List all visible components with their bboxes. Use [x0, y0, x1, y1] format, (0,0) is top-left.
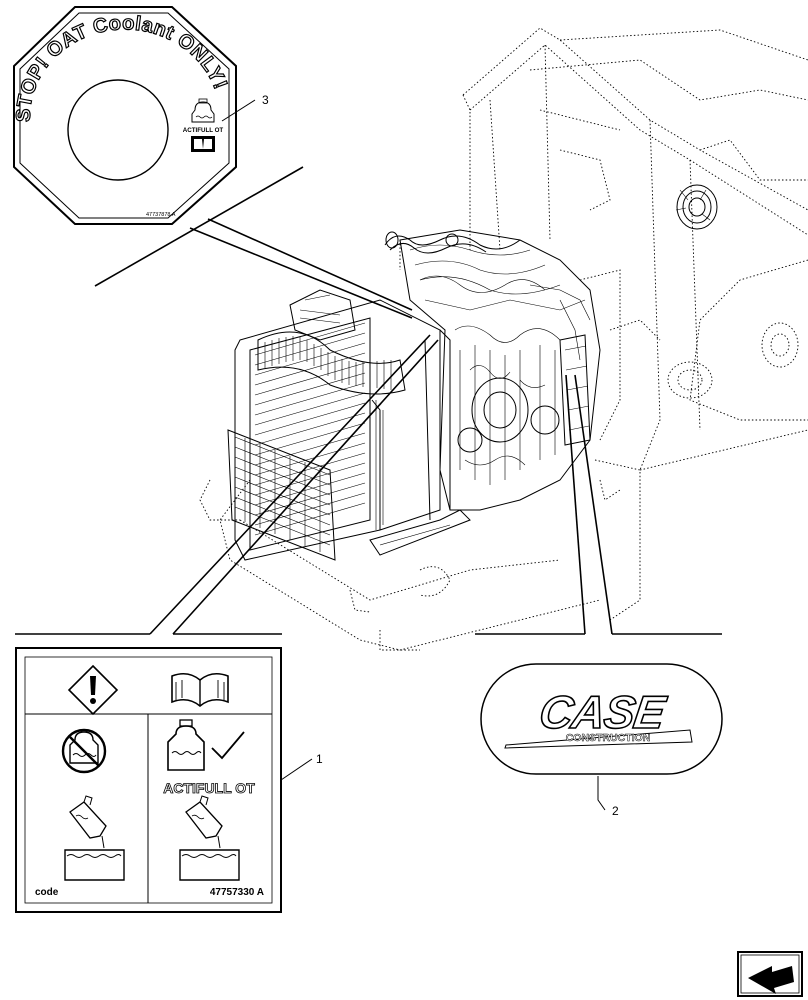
engine-assembly — [227, 229, 601, 561]
manual-book-icon — [191, 136, 215, 152]
coolant-part-number: 47757330 A — [210, 887, 264, 898]
cap-circle — [67, 79, 169, 181]
manual-book-icon — [171, 672, 229, 708]
reservoir-icon — [64, 849, 125, 881]
prohibited-tank-icon — [61, 728, 107, 774]
actifull-label: ACTIFULL OT — [163, 780, 255, 796]
code-label: code — [35, 887, 59, 898]
hub-detail — [675, 184, 718, 230]
reservoir-icon — [179, 849, 240, 881]
stop-small-label: ACTIFULL OT — [183, 127, 224, 134]
check-mark-icon — [211, 731, 245, 760]
stop-part-number: 47737878 A — [146, 212, 176, 218]
pouring-bottle-icon — [69, 795, 107, 849]
coolant-tank-icon — [191, 98, 215, 123]
construction-text: CONSTRUCTION — [566, 732, 651, 744]
decal-stop-octagon: STOP! OAT Coolant ONLY! ACTIFULL OT 4773… — [12, 6, 269, 225]
decal-case-logo: CASE CONSTRUCTION 2 — [480, 663, 723, 818]
coolant-tank-icon — [167, 719, 205, 771]
machine-frame — [199, 27, 808, 651]
callout-1: 1 — [316, 752, 323, 766]
leader-lines — [15, 166, 722, 635]
case-brand-text: CASE — [536, 686, 669, 738]
navigation-arrow-icon[interactable] — [737, 951, 803, 997]
warning-diamond-icon — [67, 664, 119, 716]
decal-coolant-panel: ACTIFULL OT code 47757330 A 1 — [15, 647, 323, 913]
pouring-bottle-icon — [185, 795, 223, 849]
callout-2: 2 — [612, 804, 619, 818]
callout-3: 3 — [262, 93, 269, 107]
